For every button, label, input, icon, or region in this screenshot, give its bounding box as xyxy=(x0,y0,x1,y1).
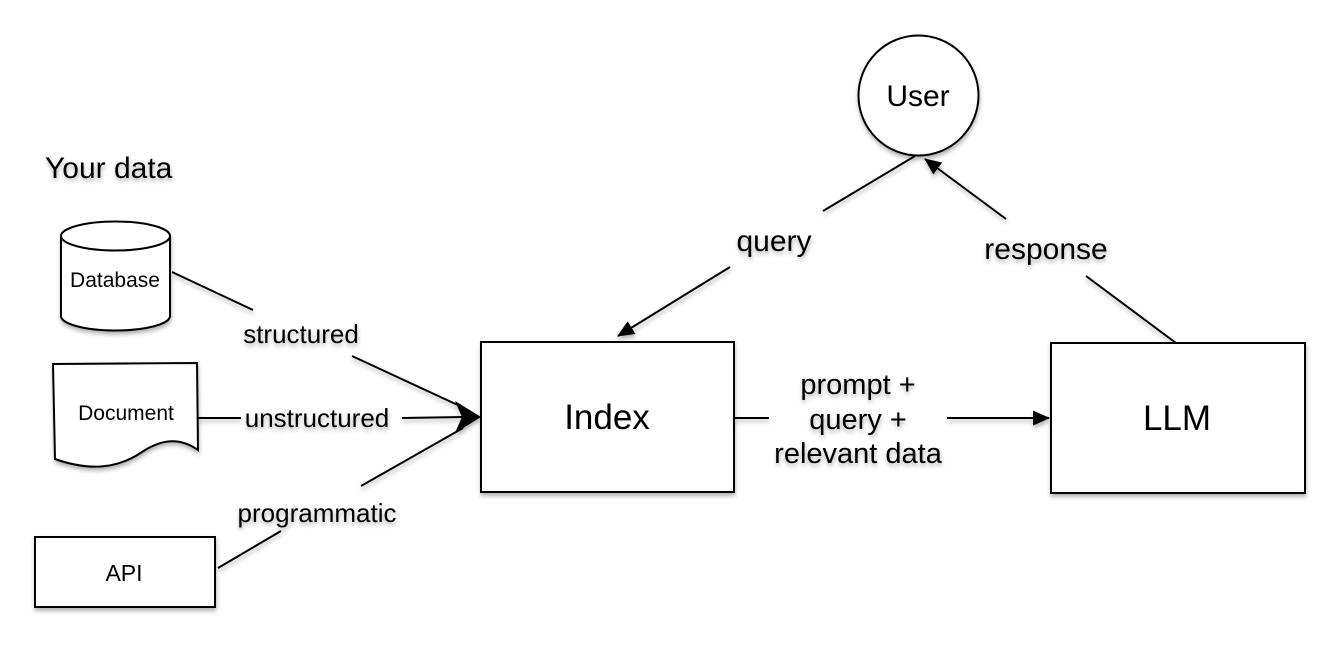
api-node: API xyxy=(34,536,216,608)
programmatic-edge-segment-2 xyxy=(360,427,464,487)
document-label: Document xyxy=(78,402,174,425)
index-input-arrowhead xyxy=(455,401,481,433)
index-label: Index xyxy=(564,398,650,437)
programmatic-edge: programmatic xyxy=(217,427,464,569)
query-edge-segment-2 xyxy=(617,266,731,337)
programmatic-edge-segment-1 xyxy=(217,530,282,569)
unstructured-edge: unstructured xyxy=(198,403,465,433)
structured-edge-label: structured xyxy=(243,319,359,349)
database-label: Database xyxy=(70,269,160,292)
user-circle xyxy=(857,34,980,157)
user-node: User xyxy=(857,34,980,157)
your-data-heading: Your data xyxy=(45,152,173,185)
programmatic-edge-label: programmatic xyxy=(238,498,397,528)
response-edge-segment-2 xyxy=(924,158,1007,220)
structured-edge: structured xyxy=(171,271,463,408)
document-shape xyxy=(51,361,200,468)
database-node: Database xyxy=(60,220,171,332)
database-cylinder-top xyxy=(60,220,171,252)
structured-edge-segment-2 xyxy=(351,355,463,408)
user-label: User xyxy=(886,80,949,113)
index-node: Index xyxy=(480,341,735,493)
api-box xyxy=(34,536,216,608)
document-node: Document xyxy=(51,361,200,468)
response-edge-label: response xyxy=(984,233,1107,266)
query-edge-label: query xyxy=(736,225,811,258)
database-cylinder-shape xyxy=(60,236,171,332)
llm-box xyxy=(1050,342,1306,494)
index-box xyxy=(480,341,735,493)
unstructured-edge-segment-2 xyxy=(401,416,465,419)
query-edge: query xyxy=(617,155,916,337)
prompt-edge-label-line-3: relevant data xyxy=(774,438,943,470)
query-edge-segment-1 xyxy=(822,155,916,212)
prompt-edge: prompt + query + relevant data xyxy=(735,369,1051,470)
llm-label: LLM xyxy=(1143,399,1211,438)
unstructured-edge-label: unstructured xyxy=(245,403,390,433)
response-edge: response xyxy=(924,158,1177,344)
structured-edge-segment-1 xyxy=(171,271,254,311)
llm-node: LLM xyxy=(1050,342,1306,494)
response-edge-segment-1 xyxy=(1085,275,1177,344)
prompt-edge-label-line-2: query + xyxy=(809,404,907,436)
api-label: API xyxy=(105,560,142,586)
prompt-edge-label-line-1: prompt + xyxy=(800,369,915,401)
